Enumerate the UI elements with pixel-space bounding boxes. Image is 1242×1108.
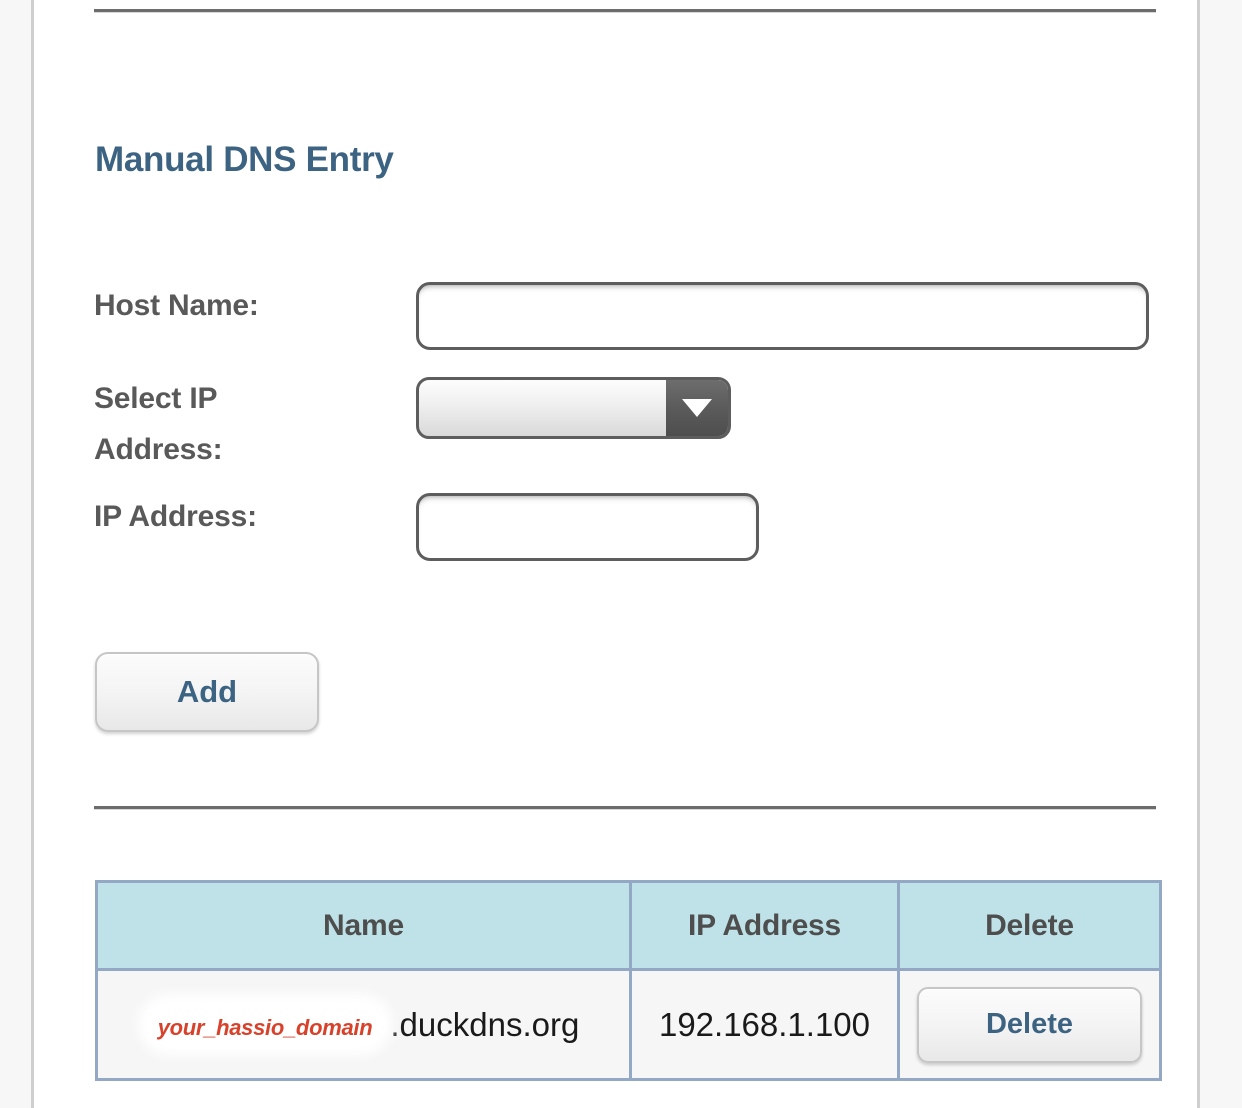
dns-entries-table: Name IP Address Delete your_hassio_domai… — [95, 880, 1162, 1081]
host-name-label: Host Name: — [94, 289, 259, 322]
page-title: Manual DNS Entry — [95, 140, 394, 179]
column-header-delete: Delete — [897, 880, 1162, 971]
cell-ip-address: 192.168.1.100 — [629, 968, 900, 1081]
host-name-input[interactable] — [416, 282, 1149, 350]
cell-name: your_hassio_domain .duckdns.org — [95, 968, 632, 1081]
page-content: Manual DNS Entry Host Name: Select IP Ad… — [94, 0, 1162, 1108]
ip-address-label: IP Address: — [94, 500, 257, 533]
ip-address-input[interactable] — [416, 493, 759, 561]
delete-button[interactable]: Delete — [917, 986, 1142, 1063]
domain-suffix: .duckdns.org — [390, 1005, 580, 1043]
cell-delete: Delete — [897, 968, 1162, 1081]
select-ip-label-line1: Select IP — [94, 382, 218, 415]
divider-top — [94, 9, 1156, 13]
redacted-domain-annotation: your_hassio_domain — [157, 1015, 373, 1040]
select-ip-row: Select IP Address: — [94, 373, 731, 475]
redaction-overlay: your_hassio_domain — [147, 1004, 383, 1045]
ip-address-value: 192.168.1.100 — [658, 1005, 871, 1043]
chevron-down-icon[interactable] — [666, 380, 728, 436]
divider-middle — [94, 806, 1156, 810]
column-header-name: Name — [95, 880, 632, 971]
select-ip-dropdown[interactable] — [416, 377, 731, 439]
select-ip-label: Select IP Address: — [94, 373, 416, 475]
page-gutter-left — [0, 0, 31, 1108]
column-header-ip-address: IP Address — [629, 880, 900, 971]
name-cell-content: your_hassio_domain .duckdns.org — [98, 1004, 629, 1045]
page-sheet: Manual DNS Entry Host Name: Select IP Ad… — [31, 0, 1200, 1108]
table-header-row: Name IP Address Delete — [95, 880, 1162, 971]
host-name-row: Host Name: — [94, 280, 1149, 350]
add-button[interactable]: Add — [95, 652, 319, 732]
page-gutter-right — [1200, 0, 1242, 1108]
table-row: your_hassio_domain .duckdns.org 192.168.… — [95, 968, 1162, 1081]
table-head: Name IP Address Delete — [95, 880, 1162, 971]
select-ip-label-line2: Address: — [94, 433, 223, 466]
table-body: your_hassio_domain .duckdns.org 192.168.… — [95, 968, 1162, 1081]
ip-address-row: IP Address: — [94, 491, 759, 561]
chevron-down-triangle — [682, 399, 712, 417]
